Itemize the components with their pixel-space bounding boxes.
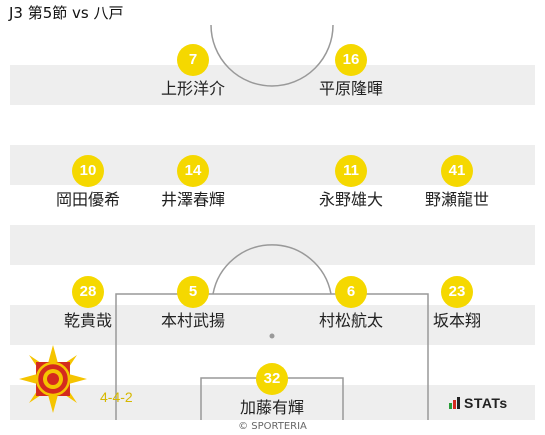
player-name: 本村武揚 [160, 311, 225, 330]
penalty-arc [212, 244, 332, 295]
player-name: 岡田優希 [55, 190, 120, 209]
stats-bars-icon [449, 397, 460, 409]
player-number-badge: 16 [335, 44, 367, 76]
player-marker[interactable]: 7 上形洋介 [133, 44, 253, 100]
player-name: 村松航太 [318, 311, 383, 330]
pitch-lines [115, 25, 429, 420]
pitch-stripe [10, 65, 535, 105]
player-name: 平原隆暉 [318, 79, 383, 98]
player-marker[interactable]: 11 永野雄大 [291, 155, 411, 211]
player-marker[interactable]: 28 乾貴哉 [28, 276, 148, 332]
club-emblem-icon [19, 345, 87, 413]
player-number-badge: 10 [72, 155, 104, 187]
player-number-badge: 32 [256, 363, 288, 395]
pitch-stripe [10, 25, 535, 65]
player-number-badge: 41 [441, 155, 473, 187]
player-number-badge: 11 [335, 155, 367, 187]
player-name: 井澤春輝 [160, 190, 225, 209]
player-name: 野瀬龍世 [424, 190, 489, 209]
penalty-box [115, 293, 429, 420]
player-marker[interactable]: 5 本村武揚 [133, 276, 253, 332]
penalty-spot [269, 333, 275, 339]
center-circle-arc [210, 25, 334, 87]
player-number-badge: 6 [335, 276, 367, 308]
player-marker[interactable]: 16 平原隆暉 [291, 44, 411, 100]
player-number-badge: 7 [177, 44, 209, 76]
player-marker[interactable]: 23 坂本翔 [397, 276, 517, 332]
header-title: J3 第5節 vs 八戸 [9, 4, 124, 22]
player-name: 永野雄大 [318, 190, 383, 209]
copyright-text: © SPORTERIA [238, 421, 307, 432]
pitch [10, 25, 535, 420]
player-name: 上形洋介 [160, 79, 225, 98]
player-marker[interactable]: 14 井澤春輝 [133, 155, 253, 211]
player-name: 加藤有輝 [239, 398, 304, 417]
player-number-badge: 5 [177, 276, 209, 308]
player-marker[interactable]: 41 野瀬龍世 [397, 155, 517, 211]
player-number-badge: 23 [441, 276, 473, 308]
formation-label: 4-4-2 [100, 389, 133, 405]
player-name: 乾貴哉 [63, 311, 112, 330]
player-number-badge: 28 [72, 276, 104, 308]
pitch-stripe [10, 105, 535, 145]
player-marker[interactable]: 32 加藤有輝 [212, 363, 332, 419]
player-name: 坂本翔 [432, 311, 481, 330]
player-marker[interactable]: 10 岡田優希 [28, 155, 148, 211]
stats-logo-text: STATs [464, 395, 508, 411]
pitch-stripe [10, 185, 535, 225]
stats-logo: STATs [449, 394, 508, 412]
player-marker[interactable]: 6 村松航太 [291, 276, 411, 332]
player-number-badge: 14 [177, 155, 209, 187]
